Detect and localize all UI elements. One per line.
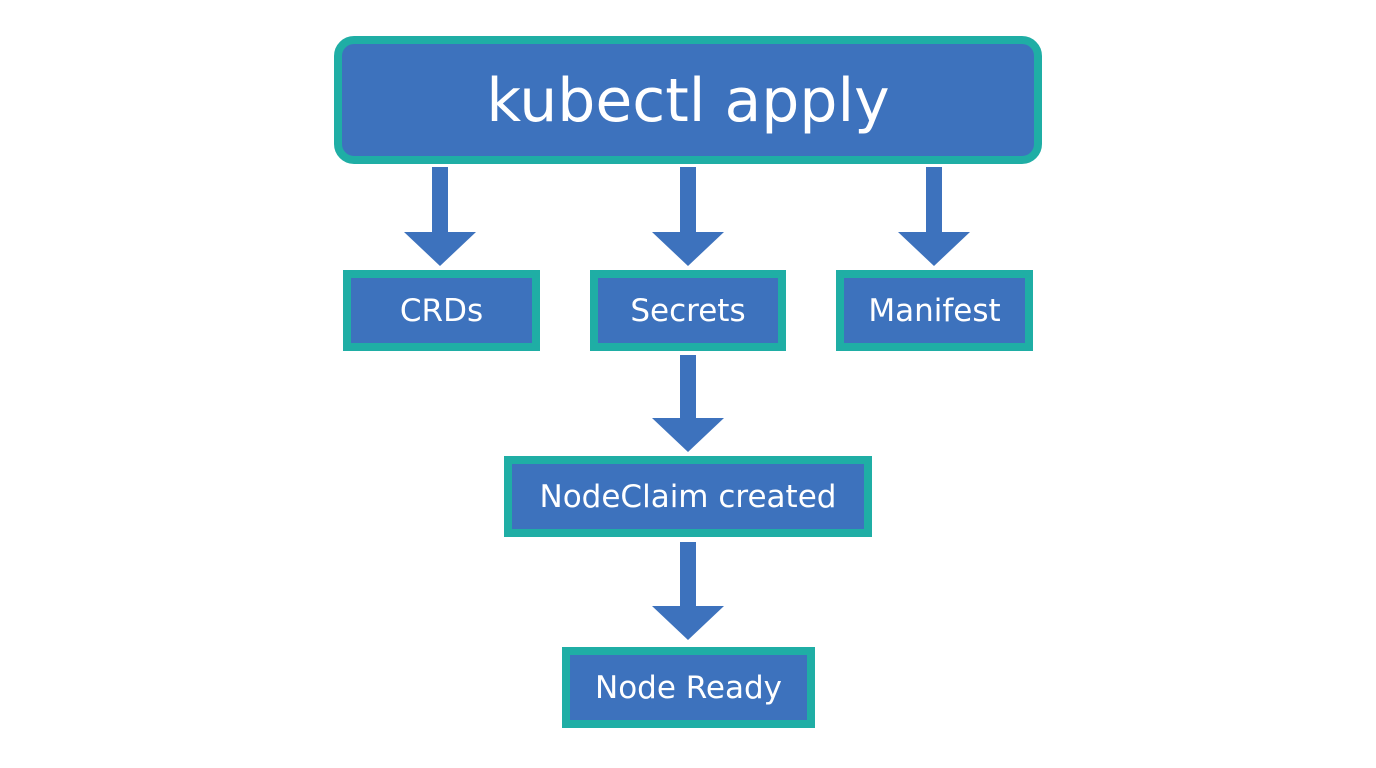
secrets-node: Secrets	[590, 270, 786, 351]
nodeclaim-created-label: NodeClaim created	[539, 478, 837, 515]
secrets-label: Secrets	[630, 292, 746, 329]
node-ready-label: Node Ready	[595, 669, 782, 706]
kubectl-apply-label: kubectl apply	[486, 66, 890, 136]
down-arrow-icon	[652, 167, 724, 266]
down-arrow-icon	[652, 355, 724, 452]
down-arrow-icon	[652, 542, 724, 640]
kubectl-apply-node: kubectl apply	[334, 36, 1042, 164]
crds-label: CRDs	[399, 292, 484, 329]
down-arrow-icon	[404, 167, 476, 266]
manifest-node: Manifest	[836, 270, 1033, 351]
manifest-label: Manifest	[868, 292, 1001, 329]
node-ready-node: Node Ready	[562, 647, 815, 728]
crds-node: CRDs	[343, 270, 540, 351]
down-arrow-icon	[898, 167, 970, 266]
nodeclaim-created-node: NodeClaim created	[504, 456, 872, 537]
